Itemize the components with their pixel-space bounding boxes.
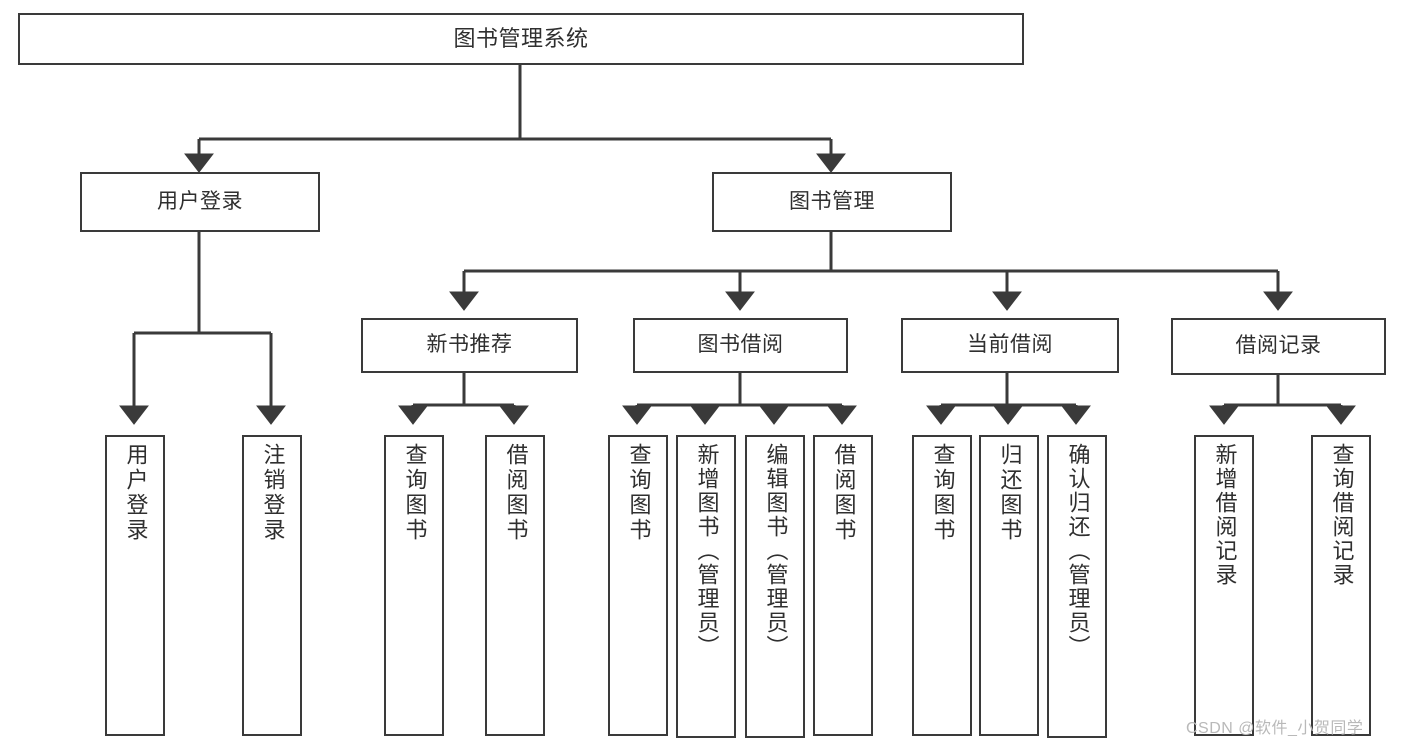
node-root-label: 图书管理系统 — [453, 26, 589, 52]
node-leaf-return-book[interactable]: 归还图书 — [979, 435, 1039, 736]
node-leaf-query-record-label: 查询借阅记录 — [1329, 443, 1355, 587]
node-leaf-logout[interactable]: 注销登录 — [242, 435, 302, 736]
node-new-book-recommend[interactable]: 新书推荐 — [361, 318, 578, 373]
node-current-borrow[interactable]: 当前借阅 — [901, 318, 1119, 373]
node-leaf-query-book-3[interactable]: 查询图书 — [912, 435, 972, 736]
node-leaf-query-book-1-label: 查询图书 — [402, 443, 428, 543]
node-leaf-edit-book-label: 编辑图书（管理员） — [763, 443, 789, 659]
node-leaf-user-login[interactable]: 用户登录 — [105, 435, 165, 736]
node-leaf-query-book-2-label: 查询图书 — [626, 443, 652, 543]
node-leaf-add-book-label: 新增图书（管理员） — [694, 443, 720, 659]
node-borrow-record[interactable]: 借阅记录 — [1171, 318, 1386, 375]
node-root[interactable]: 图书管理系统 — [18, 13, 1024, 65]
node-leaf-borrow-book-2-label: 借阅图书 — [831, 443, 857, 543]
node-leaf-user-login-label: 用户登录 — [123, 443, 149, 543]
node-leaf-query-book-2[interactable]: 查询图书 — [608, 435, 668, 736]
node-leaf-add-book[interactable]: 新增图书（管理员） — [676, 435, 736, 738]
node-leaf-confirm-return-label: 确认归还（管理员） — [1065, 443, 1091, 659]
node-leaf-borrow-book-2[interactable]: 借阅图书 — [813, 435, 873, 736]
node-leaf-query-book-1[interactable]: 查询图书 — [384, 435, 444, 736]
node-leaf-query-record[interactable]: 查询借阅记录 — [1311, 435, 1371, 736]
node-leaf-add-record[interactable]: 新增借阅记录 — [1194, 435, 1254, 736]
node-user-login-label: 用户登录 — [157, 189, 243, 213]
node-leaf-edit-book[interactable]: 编辑图书（管理员） — [745, 435, 805, 738]
node-leaf-logout-label: 注销登录 — [260, 443, 286, 543]
watermark-text: CSDN @软件_小贺同学 — [1186, 720, 1364, 737]
node-user-login[interactable]: 用户登录 — [80, 172, 320, 232]
node-new-book-recommend-label: 新书推荐 — [426, 333, 513, 357]
node-leaf-confirm-return[interactable]: 确认归还（管理员） — [1047, 435, 1107, 738]
node-book-manage-label: 图书管理 — [789, 189, 875, 213]
node-book-borrow-label: 图书借阅 — [697, 333, 784, 357]
node-leaf-return-book-label: 归还图书 — [997, 443, 1023, 543]
node-leaf-add-record-label: 新增借阅记录 — [1212, 443, 1238, 587]
node-leaf-query-book-3-label: 查询图书 — [930, 443, 956, 543]
node-borrow-record-label: 借阅记录 — [1235, 334, 1322, 358]
node-book-borrow[interactable]: 图书借阅 — [633, 318, 848, 373]
node-leaf-borrow-book-1-label: 借阅图书 — [503, 443, 529, 543]
node-book-manage[interactable]: 图书管理 — [712, 172, 952, 232]
node-current-borrow-label: 当前借阅 — [967, 333, 1053, 357]
node-leaf-borrow-book-1[interactable]: 借阅图书 — [485, 435, 545, 736]
